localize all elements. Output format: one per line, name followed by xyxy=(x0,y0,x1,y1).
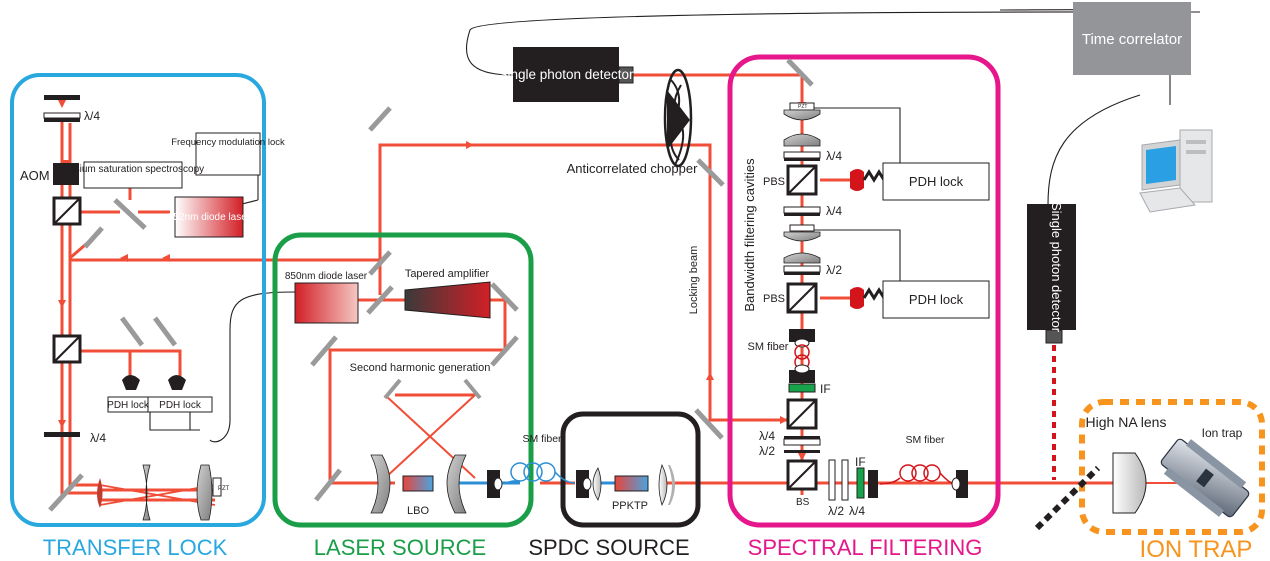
svg-text:Single photon detector: Single photon detector xyxy=(1049,202,1064,333)
svg-text:PBS: PBS xyxy=(763,293,785,305)
svg-text:Tapered amplifier: Tapered amplifier xyxy=(405,268,490,280)
dichroic-mirror xyxy=(1034,465,1101,531)
svg-text:Bandwidth filtering cavities: Bandwidth filtering cavities xyxy=(742,158,757,312)
spdc-components xyxy=(576,463,675,507)
svg-text:λ/2: λ/2 xyxy=(828,504,844,518)
labels: TRANSFER LOCK LASER SOURCE SPDC SOURCE S… xyxy=(20,31,1252,561)
svg-text:IF: IF xyxy=(855,455,866,469)
svg-text:Single photon detector: Single photon detector xyxy=(498,67,634,82)
svg-text:λ/2: λ/2 xyxy=(826,263,842,277)
section-title-iontrap: ION TRAP xyxy=(1140,536,1253,561)
ion-trap-components xyxy=(1112,438,1250,518)
svg-text:λ/4: λ/4 xyxy=(84,109,100,123)
svg-text:λ/2: λ/2 xyxy=(759,444,775,458)
svg-text:λ/4: λ/4 xyxy=(90,431,106,445)
laser-source-components xyxy=(294,106,519,514)
svg-text:AOM: AOM xyxy=(20,168,50,183)
cables xyxy=(149,8,1200,443)
spectral-filtering-box xyxy=(727,54,1001,528)
svg-text:PDH lock: PDH lock xyxy=(909,292,964,307)
svg-text:SM fiber: SM fiber xyxy=(748,341,789,353)
locking-mirror xyxy=(696,158,725,187)
svg-text:PDH lock: PDH lock xyxy=(909,174,964,189)
svg-text:SM fiber: SM fiber xyxy=(905,434,945,446)
svg-text:852nm diode laser: 852nm diode laser xyxy=(168,212,251,223)
svg-text:λ/4: λ/4 xyxy=(849,504,865,518)
svg-text:Cesium saturation spectroscopy: Cesium saturation spectroscopy xyxy=(62,164,204,175)
svg-text:PDH lock: PDH lock xyxy=(159,400,202,411)
svg-text:PDH lock: PDH lock xyxy=(107,400,150,411)
svg-text:LBO: LBO xyxy=(407,505,429,517)
spdc-source-box xyxy=(560,411,701,528)
svg-text:High NA lens: High NA lens xyxy=(1086,414,1167,430)
detector-top xyxy=(513,47,634,102)
svg-text:PZT: PZT xyxy=(798,104,807,110)
fiber-coil-1 xyxy=(503,462,576,485)
svg-text:850nm diode laser: 850nm diode laser xyxy=(285,271,368,282)
section-title-filtering: SPECTRAL FILTERING xyxy=(748,535,983,560)
svg-text:Anticorrelated chopper: Anticorrelated chopper xyxy=(567,161,698,176)
section-title-transfer: TRANSFER LOCK xyxy=(43,535,228,560)
laser-source-box xyxy=(272,232,534,528)
ion-trap-box xyxy=(1079,399,1265,535)
detector-right xyxy=(1027,204,1076,344)
svg-text:BS: BS xyxy=(796,497,810,508)
svg-text:IF: IF xyxy=(820,382,831,396)
svg-text:Time correlator: Time correlator xyxy=(1082,31,1182,48)
filtering-components xyxy=(783,58,990,501)
svg-text:λ/4: λ/4 xyxy=(759,429,775,443)
chopper xyxy=(663,68,693,168)
section-title-laser: LASER SOURCE xyxy=(314,535,486,560)
svg-text:Ion trap: Ion trap xyxy=(1202,426,1243,440)
svg-text:PZT: PZT xyxy=(218,486,230,492)
transfer-lock-components xyxy=(43,95,261,521)
svg-text:Frequency modulation lock: Frequency modulation lock xyxy=(171,137,285,148)
svg-text:Locking beam: Locking beam xyxy=(688,246,700,315)
shg-label: Second harmonic generation xyxy=(350,362,491,374)
svg-text:SM fiber: SM fiber xyxy=(522,433,562,445)
locking-mirror-2 xyxy=(694,408,724,440)
transfer-lock-box xyxy=(10,73,266,527)
svg-text:λ/4: λ/4 xyxy=(826,149,842,163)
computer-icon xyxy=(1139,129,1213,213)
section-title-spdc: SPDC SOURCE xyxy=(528,535,689,560)
time-correlator xyxy=(1073,2,1191,75)
svg-text:PBS: PBS xyxy=(763,176,785,188)
svg-text:PPKTP: PPKTP xyxy=(612,500,648,512)
svg-text:λ/4: λ/4 xyxy=(826,204,842,218)
